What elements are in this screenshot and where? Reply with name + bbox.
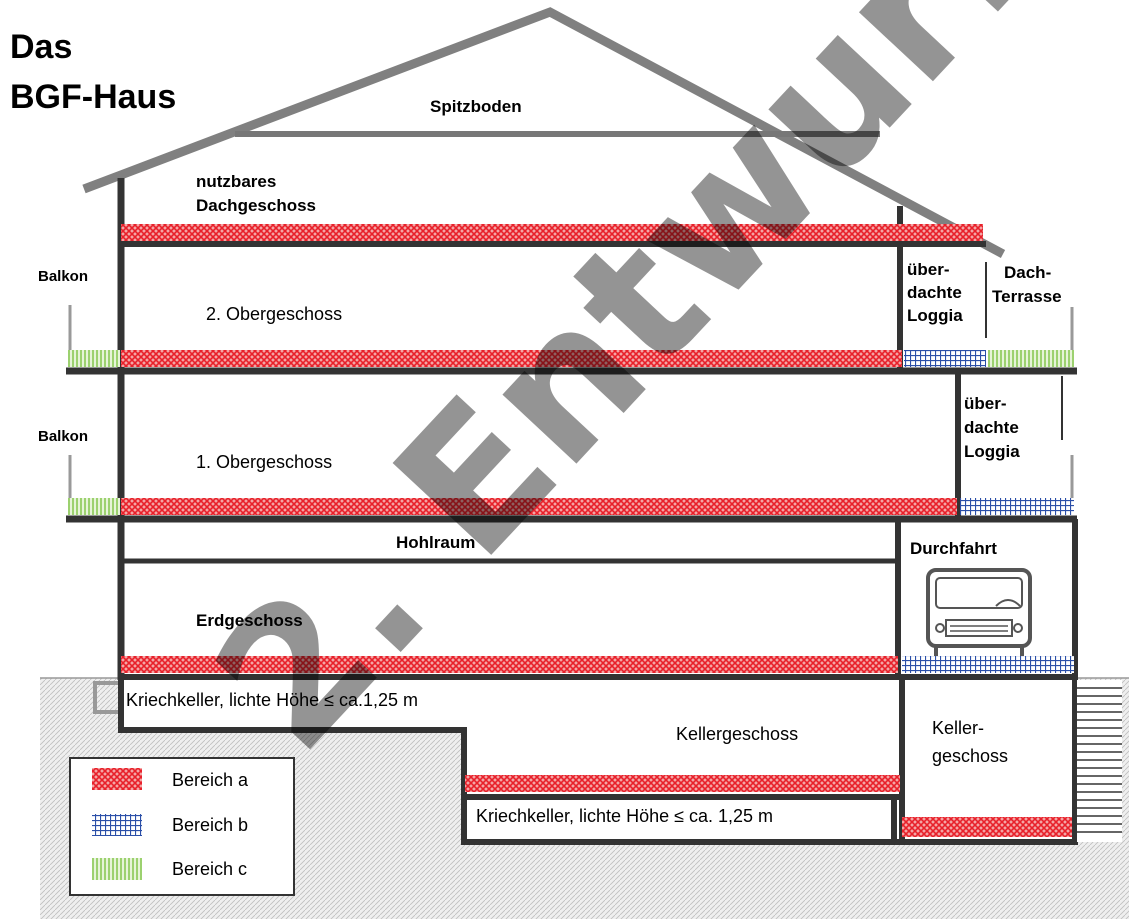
label-1og: 1. Obergeschoss: [196, 452, 332, 472]
slab-kg-bereich-a: [465, 775, 900, 792]
label-kriechkeller-left: Kriechkeller, lichte Höhe ≤ ca.1,25 m: [126, 690, 418, 710]
legend-swatch-bereich-b: [92, 814, 142, 836]
label-kellergeschoss: Kellergeschoss: [676, 724, 798, 744]
title-line-1: Das: [10, 28, 72, 66]
label-balkon-1og: Balkon: [38, 428, 88, 445]
label-dachgeschoss-line-2: Dachgeschoss: [196, 196, 316, 215]
label-durchfahrt: Durchfahrt: [910, 539, 997, 558]
label-loggia-2og-line-2: dachte: [907, 283, 962, 302]
label-kellergeschoss-right-line-1: Keller-: [932, 718, 984, 738]
legend-label-bereich-a: Bereich a: [172, 770, 249, 790]
slab-2og-bereich-b: [904, 350, 986, 367]
label-dachterrasse-line-2: Terrasse: [992, 287, 1062, 306]
basement-outline: [118, 680, 1078, 845]
slab-1og-bereich-a: [121, 498, 957, 515]
slab-1og-bereich-b: [960, 498, 1074, 515]
label-kriechkeller-bottom: Kriechkeller, lichte Höhe ≤ ca. 1,25 m: [476, 806, 773, 826]
slab-kg-right-bereich-a: [902, 817, 1072, 837]
label-2og: 2. Obergeschoss: [206, 304, 342, 324]
label-erdgeschoss: Erdgeschoss: [196, 611, 303, 630]
legend-swatch-bereich-a: [92, 768, 142, 790]
label-loggia-2og-line-1: über-: [907, 260, 950, 279]
label-loggia-2og-line-3: Loggia: [907, 306, 963, 325]
label-kellergeschoss-right-line-2: geschoss: [932, 746, 1008, 766]
label-balkon-2og: Balkon: [38, 268, 88, 285]
legend: Bereich a Bereich b Bereich c: [69, 757, 295, 896]
basement-cutout: [118, 678, 1075, 842]
legend-label-bereich-c: Bereich c: [172, 859, 247, 879]
label-spitzboden: Spitzboden: [430, 97, 522, 116]
slab-2og-bereich-c-left: [68, 350, 120, 367]
legend-swatch-bereich-c: [92, 858, 142, 880]
vehicle-icon: [926, 568, 1032, 657]
slab-eg-bereich-b: [902, 656, 1074, 673]
legend-label-bereich-b: Bereich b: [172, 815, 248, 835]
ground-step-detail: [93, 681, 118, 714]
slab-1og-bereich-c: [68, 498, 120, 515]
label-dachgeschoss-line-1: nutzbares: [196, 172, 276, 191]
slab-dg-bereich-a: [121, 224, 983, 241]
label-loggia-1og-line-1: über-: [964, 394, 1007, 413]
roof-outline: [82, 7, 1006, 258]
label-dachterrasse-line-1: Dach-: [1004, 263, 1051, 282]
label-hohlraum: Hohlraum: [396, 533, 475, 552]
label-loggia-1og-line-2: dachte: [964, 418, 1019, 437]
title-line-2: BGF-Haus: [10, 78, 176, 116]
slab-eg-bereich-a: [121, 656, 898, 673]
slab-2og-bereich-c-right: [988, 350, 1074, 367]
slab-2og-bereich-a: [121, 350, 902, 367]
staircase: [1077, 680, 1122, 842]
label-loggia-1og-line-3: Loggia: [964, 442, 1020, 461]
